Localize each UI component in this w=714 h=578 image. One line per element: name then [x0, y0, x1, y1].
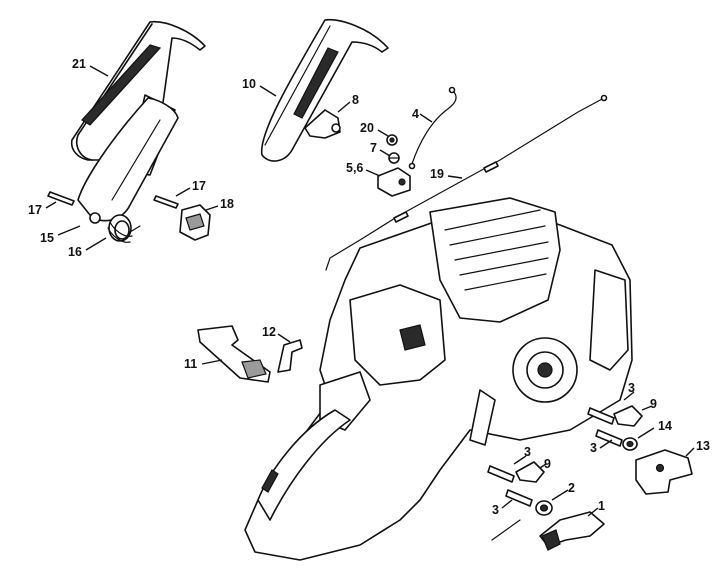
part-5-6-switch [377, 167, 411, 197]
callout-15: 15 [40, 231, 54, 245]
callout-13: 13 [696, 439, 710, 453]
callout-16: 16 [68, 245, 82, 259]
callout-11: 11 [184, 357, 197, 371]
callout-5-6: 5,6 [346, 161, 363, 175]
callout-7: 7 [370, 141, 377, 155]
part-12-lever [277, 339, 303, 373]
part-19-throttle-cable [325, 94, 608, 271]
callout-2: 2 [568, 481, 575, 495]
callout-3-a: 3 [628, 381, 635, 395]
part-15-handle [77, 97, 179, 224]
part-10-handle-molding [260, 18, 389, 162]
part-7-screw [388, 152, 400, 164]
callout-21: 21 [72, 57, 86, 71]
callout-14: 14 [658, 419, 672, 433]
callout-17-right: 17 [192, 179, 206, 193]
part-18-interlock [179, 204, 211, 241]
callout-3-b: 3 [590, 441, 597, 455]
callout-8: 8 [352, 93, 359, 107]
part-9-bracket-a [613, 405, 643, 427]
part-16-spring [107, 214, 141, 243]
part-14-bushing [622, 437, 638, 451]
callout-10: 10 [242, 77, 256, 91]
part-8-bracket [304, 109, 341, 139]
part-13-mount [635, 449, 693, 495]
part-3-pin-c [487, 465, 515, 483]
part-17-pin-right [153, 195, 179, 209]
callout-3-d: 3 [492, 503, 499, 517]
callout-1: 1 [598, 499, 605, 513]
part-11-throttle-trigger [197, 325, 271, 383]
part-4-wire [408, 86, 457, 170]
part-9-bracket-b [515, 461, 545, 483]
callout-labels: 21 10 8 4 20 7 5,6 19 17 17 18 15 16 12 … [28, 57, 710, 517]
leader-lines [45, 65, 695, 517]
part-3-pin-b [595, 429, 623, 447]
callout-17-left: 17 [28, 203, 42, 217]
callout-20: 20 [360, 121, 374, 135]
part-3-pin-a [587, 407, 615, 425]
part-1-mount [539, 511, 605, 551]
callout-19: 19 [430, 167, 444, 181]
part-20-nut [386, 134, 398, 146]
part-2-bushing [535, 500, 553, 516]
engine-housing [244, 197, 633, 561]
callout-3-c: 3 [524, 445, 531, 459]
callout-18: 18 [220, 197, 234, 211]
part-17-pin-left [47, 191, 75, 206]
callout-4: 4 [412, 107, 419, 121]
callout-12: 12 [262, 325, 276, 339]
callout-9-b: 9 [544, 457, 551, 471]
callout-9-a: 9 [650, 397, 657, 411]
part-3-pin-d [491, 489, 533, 541]
